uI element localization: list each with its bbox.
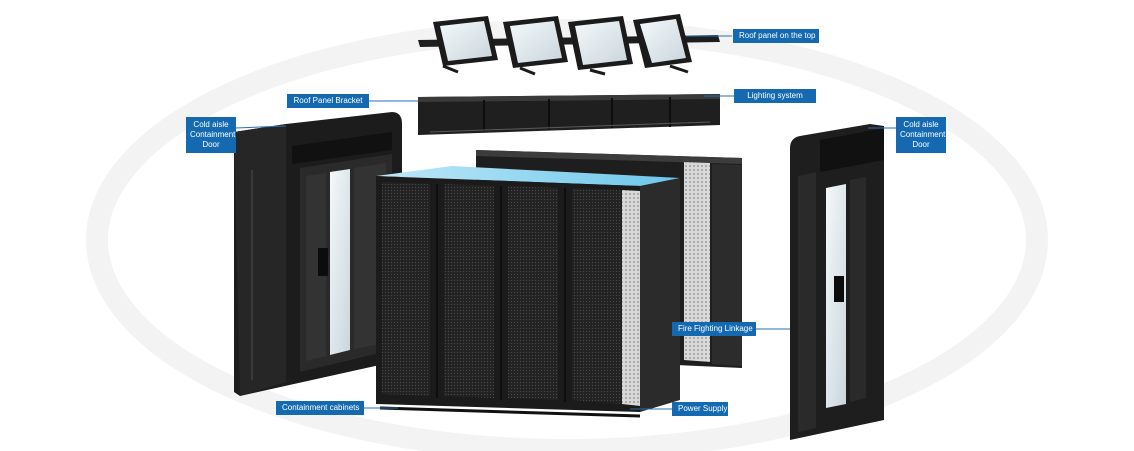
callout-containment-cabinets: Containment cabinets — [276, 401, 364, 415]
callout-roof-panel-bracket: Roof Panel Bracket — [287, 94, 369, 108]
right-containment-door — [790, 124, 884, 440]
roof-bracket-lighting — [418, 94, 720, 135]
roof-panel-frame — [433, 16, 498, 74]
callout-power-supply: Power Supply — [672, 402, 728, 416]
roof-panel-frame — [503, 16, 568, 76]
roof-panel-frame — [568, 16, 633, 76]
callout-cold-aisle-door-left: Cold aisle Containment Door — [186, 117, 236, 153]
callout-cold-aisle-door-right: Cold aisle Containment Door — [896, 117, 946, 153]
leader-lines — [235, 35, 896, 410]
callout-roof-panel-top: Roof panel on the top — [733, 29, 819, 43]
background-ring — [86, 19, 1048, 451]
roof-panel-assembly — [418, 14, 720, 76]
callout-lighting-system: Lighting system — [734, 89, 816, 103]
callout-fire-fighting-linkage: Fire Fighting Linkage — [672, 322, 756, 336]
front-cabinet-row — [376, 166, 680, 418]
roof-panel-frame — [633, 14, 692, 74]
left-containment-door — [234, 112, 402, 396]
